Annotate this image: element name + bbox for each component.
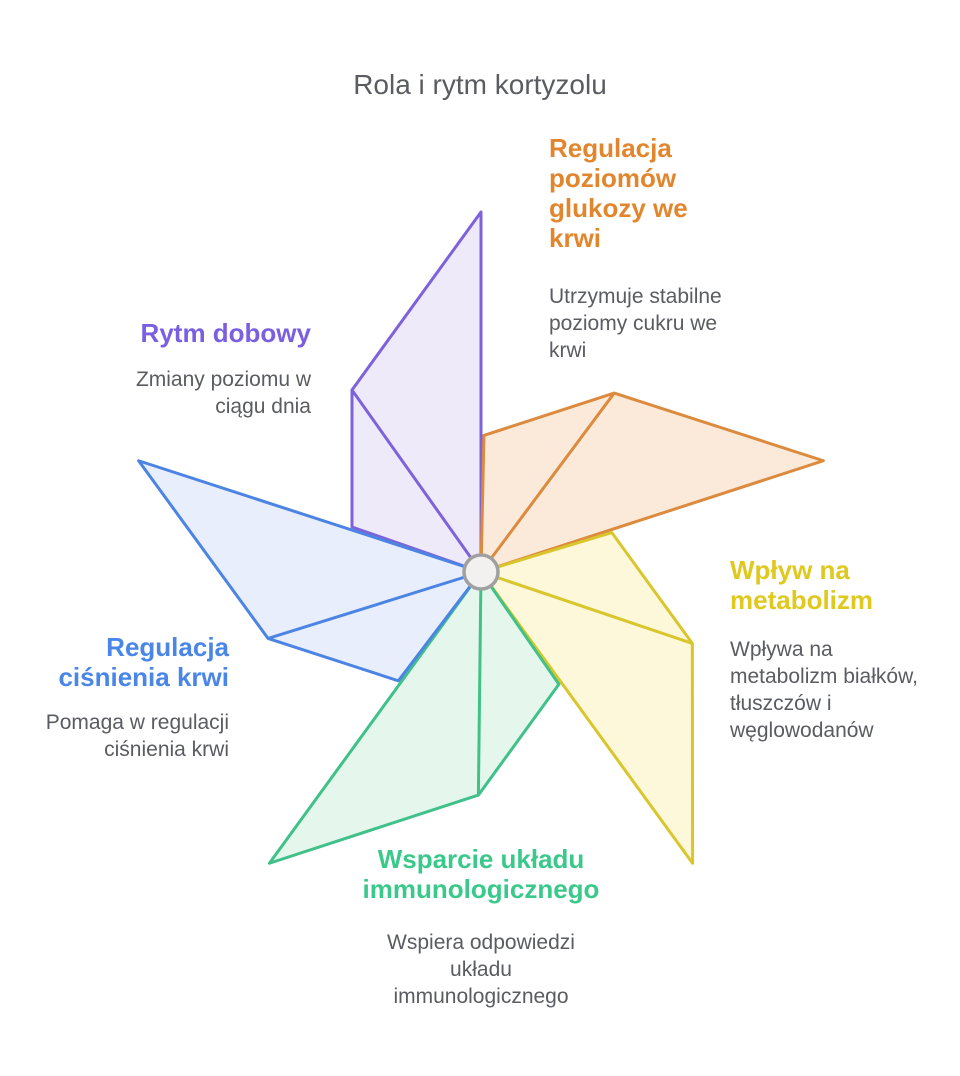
pinwheel-blade-rytm-dobowy bbox=[350, 210, 483, 574]
section-metabolism-heading: Wpływ na metabolizm bbox=[730, 555, 874, 615]
section-glucose: Regulacja poziomów glukozy we krwi Utrzy… bbox=[549, 133, 784, 364]
pinwheel-blade-regulacja-glukozy bbox=[479, 391, 825, 574]
section-rhythm-heading: Rytm dobowy bbox=[140, 318, 311, 348]
section-pressure: Regulacja ciśnienia krwi Pomaga w regula… bbox=[19, 632, 229, 763]
section-glucose-heading: Regulacja poziomów glukozy we krwi bbox=[549, 133, 688, 253]
section-immune-description: Wspiera odpowiedzi układu immunologiczne… bbox=[387, 931, 575, 1008]
section-pressure-heading: Regulacja ciśnienia krwi bbox=[58, 632, 229, 692]
pinwheel-blade-regulacja-cisnienia bbox=[137, 459, 483, 683]
section-immune-heading: Wsparcie układu immunologicznego bbox=[362, 844, 600, 904]
section-pressure-description: Pomaga w regulacji ciśnienia krwi bbox=[45, 711, 229, 761]
pinwheel-blade-wsparcie-immunologiczne bbox=[267, 570, 561, 865]
section-metabolism: Wpływ na metabolizm Wpływa na metabolizm… bbox=[730, 555, 950, 744]
section-immune: Wsparcie układu immunologicznego Wspiera… bbox=[306, 844, 656, 1010]
section-rhythm-description: Zmiany poziomu w ciągu dnia bbox=[135, 368, 311, 418]
pinwheel-hub-icon bbox=[462, 553, 500, 591]
section-rhythm: Rytm dobowy Zmiany poziomu w ciągu dnia bbox=[61, 318, 311, 420]
section-metabolism-description: Wpływa na metabolizm białków, tłuszczów … bbox=[730, 638, 918, 742]
page-title: Rola i rytm kortyzolu bbox=[353, 69, 607, 100]
pinwheel-blade-wplyw-na-metabolizm bbox=[479, 531, 695, 865]
section-glucose-description: Utrzymuje stabilne poziomy cukru we krwi bbox=[549, 285, 722, 362]
